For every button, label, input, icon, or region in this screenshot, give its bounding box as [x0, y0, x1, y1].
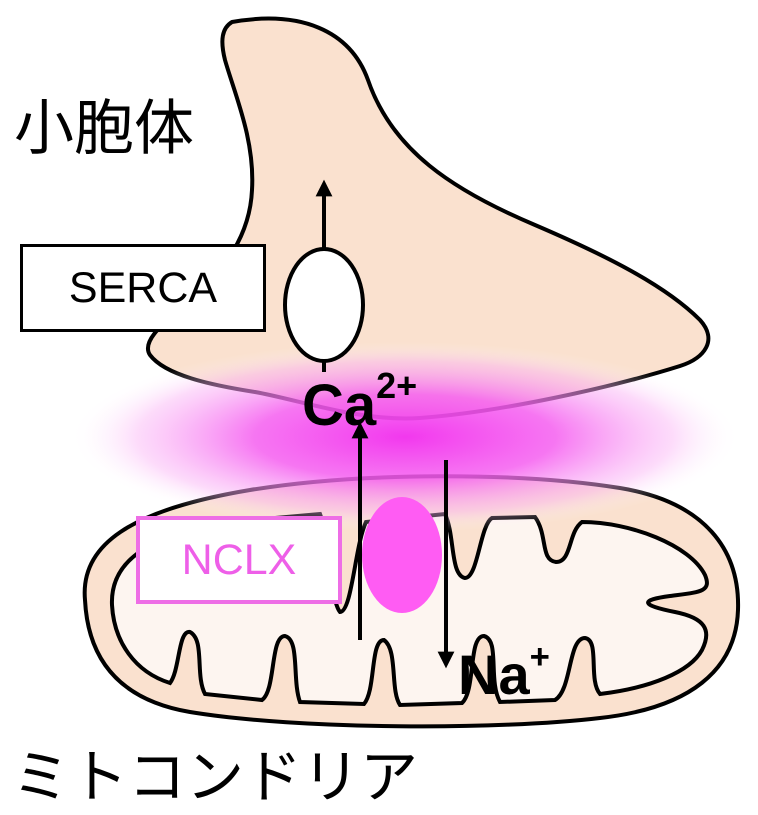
nclx-exchanger — [362, 497, 442, 613]
serca-label-box: SERCA — [20, 244, 266, 332]
er-label: 小胞体 — [14, 80, 194, 167]
sodium-symbol: Na — [458, 643, 530, 706]
serca-label: SERCA — [69, 264, 217, 313]
nclx-label: NCLX — [182, 536, 297, 585]
mitochondria-label: ミトコンドリア — [12, 730, 418, 814]
nclx-label-box: NCLX — [136, 516, 342, 604]
serca-pump — [285, 249, 363, 361]
sodium-ion-label: Na+ — [458, 642, 550, 707]
sodium-charge: + — [530, 638, 550, 676]
calcium-charge: 2+ — [376, 365, 417, 406]
calcium-ion-label: Ca2+ — [302, 372, 417, 439]
calcium-symbol: Ca — [302, 373, 376, 438]
